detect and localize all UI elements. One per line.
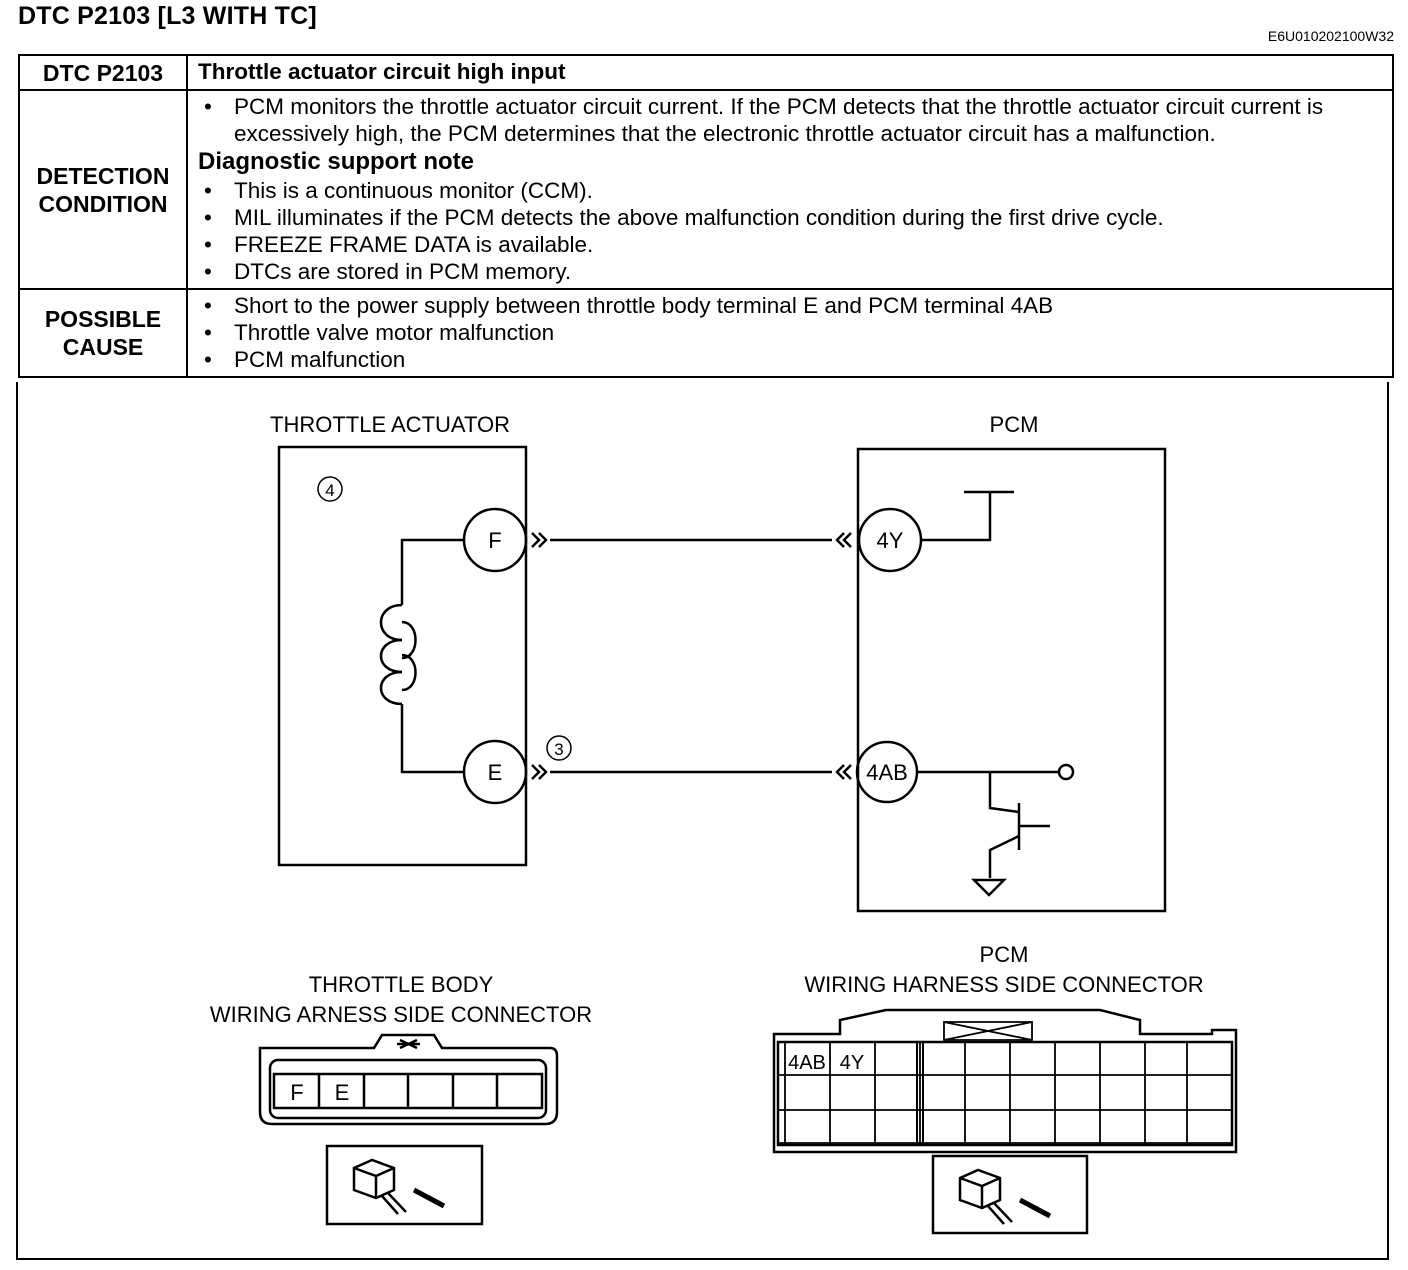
pcm-pin-4y: 4Y: [840, 1052, 864, 1074]
terminal-f-label: F: [488, 528, 501, 553]
dtc-description-cell: Throttle actuator circuit high input: [186, 54, 1394, 91]
pcm-connector-title-line2: WIRING HARNESS SIDE CONNECTOR: [804, 972, 1203, 997]
connector-view-icon: [958, 1168, 1002, 1210]
cause-list: Short to the power supply between thrott…: [198, 292, 1384, 373]
pcm-connector-title-line1: PCM: [980, 942, 1029, 967]
support-note-item: MIL illuminates if the PCM detects the a…: [198, 204, 1384, 231]
support-note-item: DTCs are stored in PCM memory.: [198, 258, 1384, 285]
cause-label-line2: CAUSE: [62, 334, 144, 360]
callout-3-circle: [546, 735, 572, 761]
tb-connector-title-line1: THROTTLE BODY: [309, 972, 494, 997]
support-note-item: FREEZE FRAME DATA is available.: [198, 231, 1384, 258]
possible-cause-label: POSSIBLE CAUSE: [18, 288, 188, 378]
throttle-body-connector-view-box: [325, 1144, 484, 1226]
throttle-actuator-box: [277, 445, 528, 867]
pcm-connector-view-box: [931, 1154, 1089, 1235]
cause-item: PCM malfunction: [198, 346, 1384, 373]
dtc-code-cell: DTC P2103: [18, 54, 188, 91]
callout-4-circle: [317, 476, 343, 502]
wiring-diagram-panel: THROTTLE ACTUATOR PCM F E 4Y 4AB 4 3 THR…: [16, 382, 1389, 1260]
detection-condition-row: DETECTION CONDITION PCM monitors the thr…: [18, 89, 1394, 290]
terminal-f-circle: [462, 507, 528, 573]
possible-cause-content: Short to the power supply between thrott…: [186, 288, 1394, 378]
pcm-pin-4ab: 4AB: [788, 1052, 826, 1074]
possible-cause-row: POSSIBLE CAUSE Short to the power supply…: [18, 288, 1394, 378]
detection-condition-content: PCM monitors the throttle actuator circu…: [186, 89, 1394, 290]
cause-item: Short to the power supply between thrott…: [198, 292, 1384, 319]
ground-icon: [970, 878, 1008, 897]
pcm-connector-housing: [772, 1008, 1238, 1154]
terminal-e-label: E: [488, 760, 503, 785]
tb-pin-f: F: [290, 1080, 303, 1105]
detection-label-line2: CONDITION: [38, 190, 168, 217]
callout-4-label: 4: [325, 481, 334, 500]
connector-view-icon: [352, 1158, 396, 1200]
cause-label-line1: POSSIBLE: [44, 306, 162, 332]
terminal-e-circle: [462, 739, 528, 805]
coil-icon: [379, 603, 403, 642]
tb-connector-title-line2: WIRING ARNESS SIDE CONNECTOR: [210, 1002, 592, 1027]
dtc-info-table: DTC P2103 Throttle actuator circuit high…: [18, 54, 1394, 378]
callout-3-label: 3: [554, 740, 563, 759]
terminal-4y-label: 4Y: [877, 528, 904, 553]
support-note-item: This is a continuous monitor (CCM).: [198, 177, 1384, 204]
detection-condition-label: DETECTION CONDITION: [18, 89, 188, 290]
diagnostic-support-heading: Diagnostic support note: [198, 148, 474, 175]
cause-item: Throttle valve motor malfunction: [198, 319, 1384, 346]
detection-bullet: PCM monitors the throttle actuator circu…: [198, 93, 1384, 147]
support-note-list: This is a continuous monitor (CCM). MIL …: [198, 177, 1384, 285]
page-title: DTC P2103 [L3 WITH TC]: [18, 2, 317, 30]
document-id: E6U010202100W32: [1267, 28, 1394, 44]
throttle-body-connector-housing: [258, 1033, 559, 1126]
tb-pin-e: E: [335, 1080, 350, 1105]
detection-list: PCM monitors the throttle actuator circu…: [198, 93, 1384, 147]
pcm-box: [856, 447, 1167, 913]
dtc-header-row: DTC P2103 Throttle actuator circuit high…: [18, 54, 1394, 91]
throttle-actuator-label: THROTTLE ACTUATOR: [270, 412, 510, 437]
detection-label-line1: DETECTION: [36, 162, 170, 189]
wiring-diagram: THROTTLE ACTUATOR PCM F E 4Y 4AB 4 3 THR…: [210, 412, 1238, 1235]
pcm-label: PCM: [990, 412, 1039, 437]
terminal-4ab-label: 4AB: [866, 760, 908, 785]
